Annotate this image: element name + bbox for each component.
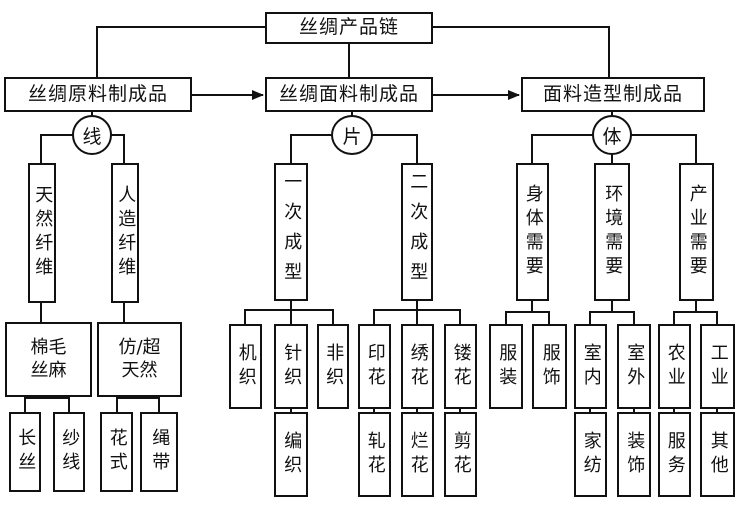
other-box: 其他 <box>700 412 735 497</box>
openwork-box: 镂花 <box>444 324 477 409</box>
accessories-box: 服饰 <box>532 324 567 409</box>
stage-raw-materials: 丝绸原料制成品 <box>4 77 192 112</box>
yarn-box: 纱线 <box>53 412 85 492</box>
industrial-box: 工业 <box>700 324 735 409</box>
stage-shaped-products: 面料造型制成品 <box>521 77 705 112</box>
filament-box: 长丝 <box>9 412 41 492</box>
braided-box: 编织 <box>274 412 308 497</box>
cut-pattern-box: 剪花 <box>444 412 477 497</box>
garment-box: 服装 <box>489 324 523 409</box>
cotton-wool-silk-linen-box: 棉毛丝麻 <box>5 322 92 397</box>
indoor-box: 室内 <box>574 324 607 409</box>
embossing-box: 轧花 <box>358 412 391 497</box>
marker-body-circle: 体 <box>592 115 632 155</box>
embroidery-box: 绣花 <box>401 324 434 409</box>
marker-line-circle: 线 <box>72 115 112 155</box>
agriculture-box: 农业 <box>658 324 691 409</box>
knitted-box: 针织 <box>274 324 308 409</box>
industry-needs-box: 产业需要 <box>679 163 714 301</box>
secondary-forming-box: 二次成型 <box>401 163 433 301</box>
home-textiles-box: 家纺 <box>574 412 607 497</box>
natural-fiber-box: 天然纤维 <box>28 163 56 303</box>
man-made-fiber-box: 人造纤维 <box>111 163 139 303</box>
body-needs-box: 身体需要 <box>516 163 549 301</box>
cord-ribbon-box: 绳带 <box>140 412 178 492</box>
service-box: 服务 <box>658 412 691 497</box>
marker-sheet-circle: 片 <box>331 115 373 155</box>
woven-box: 机织 <box>229 324 262 409</box>
stage-fabric-products: 丝绸面料制成品 <box>265 77 433 112</box>
primary-forming-box: 一次成型 <box>274 163 308 301</box>
burnout-box: 烂花 <box>401 412 434 497</box>
fancy-yarn-box: 花式 <box>100 412 133 492</box>
decoration-box: 装饰 <box>617 412 651 497</box>
outdoor-box: 室外 <box>617 324 651 409</box>
imitation-supernatural-box: 仿/超天然 <box>97 322 182 397</box>
nonwoven-box: 非织 <box>317 324 349 409</box>
printing-box: 印花 <box>358 324 391 409</box>
chain-title-box: 丝绸产品链 <box>265 12 433 44</box>
environment-needs-box: 环境需要 <box>594 163 630 301</box>
